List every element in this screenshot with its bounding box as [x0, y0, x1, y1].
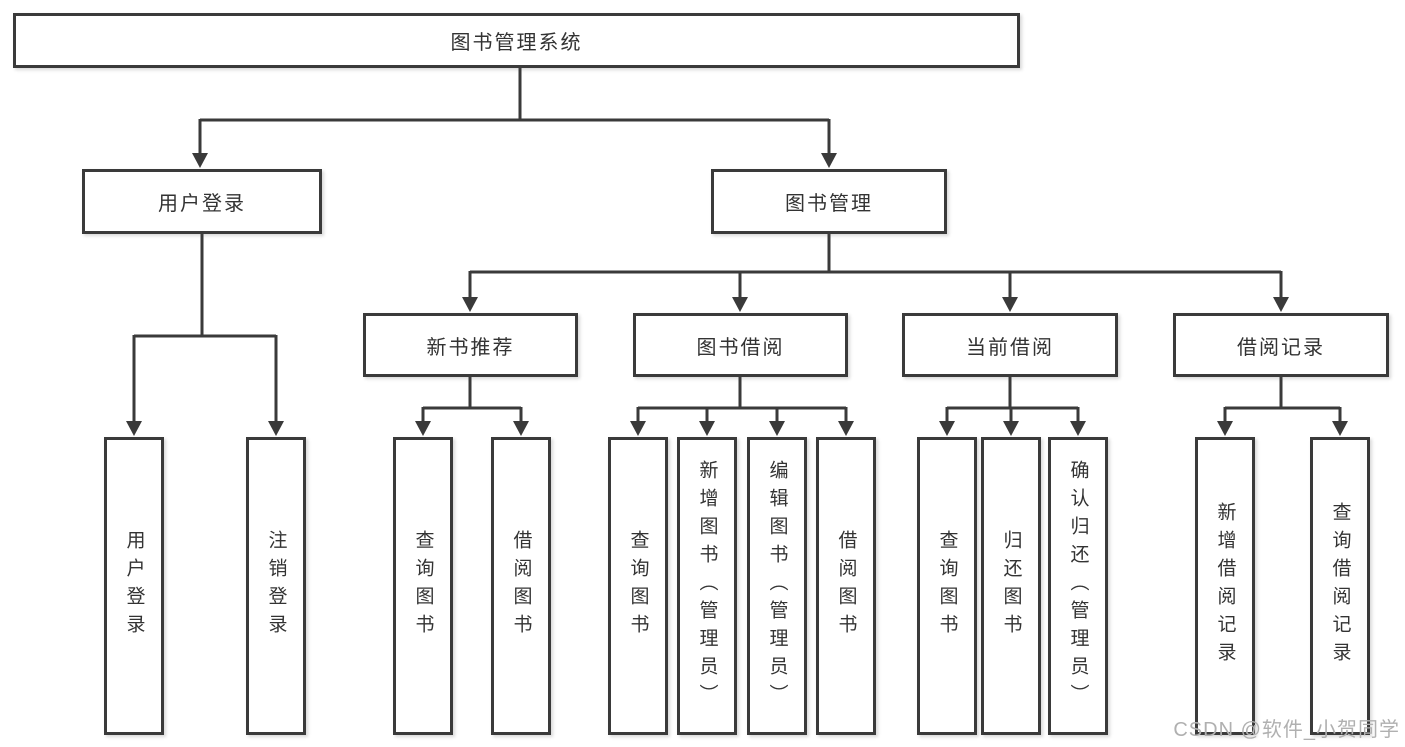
- leaf-rec-query-book: 查询图书: [393, 437, 453, 735]
- leaf-bb-borrow-book: 借阅图书: [816, 437, 876, 735]
- leaf-bb-add-book-label: 新增图书（管理员）: [696, 460, 718, 712]
- node-root: 图书管理系统: [13, 13, 1020, 68]
- connector-currentborrow-to-leaves: [939, 377, 1086, 436]
- leaf-bb-borrow-book-label: 借阅图书: [835, 530, 857, 642]
- leaf-bb-query-book: 查询图书: [608, 437, 668, 735]
- node-book-management-label: 图书管理: [785, 193, 873, 215]
- leaf-br-query-record-label: 查询借阅记录: [1329, 502, 1351, 670]
- leaf-cb-query-book-label: 查询图书: [936, 530, 958, 642]
- connector-bookmgmt-to-level3: [462, 234, 1289, 312]
- connector-newbookrec-to-leaves: [415, 377, 529, 436]
- leaf-br-add-record: 新增借阅记录: [1195, 437, 1255, 735]
- connector-bookborrow-to-leaves: [630, 377, 854, 436]
- node-new-book-recommend: 新书推荐: [363, 313, 578, 377]
- node-user-login: 用户登录: [82, 169, 322, 234]
- node-current-borrow: 当前借阅: [902, 313, 1118, 377]
- connector-borrowrecord-to-leaves: [1217, 377, 1348, 436]
- leaf-bb-query-book-label: 查询图书: [627, 530, 649, 642]
- connector-userlogin-to-leaves: [126, 234, 284, 436]
- leaf-bb-edit-book-label: 编辑图书（管理员）: [766, 460, 788, 712]
- leaf-logout: 注销登录: [246, 437, 306, 735]
- node-root-label: 图书管理系统: [450, 32, 583, 54]
- watermark-text: CSDN @软件_小贺同学: [1173, 719, 1400, 741]
- node-current-borrow-label: 当前借阅: [966, 336, 1054, 359]
- leaf-cb-return-book-label: 归还图书: [1000, 530, 1022, 642]
- leaf-rec-borrow-book-label: 借阅图书: [510, 530, 532, 642]
- leaf-cb-confirm-return: 确认归还（管理员）: [1048, 437, 1108, 735]
- leaf-bb-edit-book: 编辑图书（管理员）: [747, 437, 807, 735]
- leaf-br-add-record-label: 新增借阅记录: [1214, 502, 1236, 670]
- leaf-rec-borrow-book: 借阅图书: [491, 437, 551, 735]
- leaf-cb-query-book: 查询图书: [917, 437, 977, 735]
- leaf-logout-label: 注销登录: [265, 530, 287, 642]
- leaf-br-query-record: 查询借阅记录: [1310, 437, 1370, 735]
- leaf-user-login-label: 用户登录: [123, 530, 145, 642]
- node-borrow-record-label: 借阅记录: [1237, 336, 1325, 359]
- node-borrow-record: 借阅记录: [1173, 313, 1389, 377]
- node-book-management: 图书管理: [711, 169, 947, 234]
- node-book-borrow: 图书借阅: [633, 313, 848, 377]
- leaf-user-login: 用户登录: [104, 437, 164, 735]
- connector-root-to-level2: [192, 68, 837, 168]
- node-book-borrow-label: 图书借阅: [696, 336, 785, 359]
- leaf-rec-query-book-label: 查询图书: [412, 530, 434, 642]
- leaf-cb-confirm-return-label: 确认归还（管理员）: [1067, 460, 1089, 712]
- leaf-cb-return-book: 归还图书: [981, 437, 1041, 735]
- node-new-book-recommend-label: 新书推荐: [426, 336, 515, 359]
- leaf-bb-add-book: 新增图书（管理员）: [677, 437, 737, 735]
- node-user-login-label: 用户登录: [158, 193, 246, 215]
